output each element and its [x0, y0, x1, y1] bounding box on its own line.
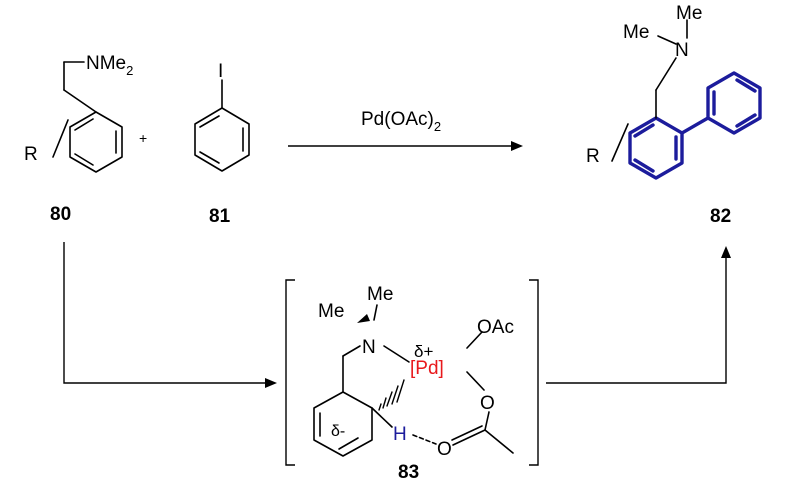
compound-81-benzene-ring — [194, 107, 250, 172]
compound-82-benzene-ring-lower — [628, 116, 684, 180]
compound-80-dimethylamino-label: NMe2 — [86, 53, 133, 78]
intermediate-83-side-chain — [342, 304, 483, 393]
compound-82-nitrogen-label: N — [675, 40, 689, 61]
intermediate-83-acetate-bonds — [451, 371, 514, 454]
compound-82-methyl-top-label: Me — [676, 3, 702, 24]
intermediate-83-delta-plus: δ+ — [414, 342, 433, 361]
intermediate-83-hashed-bond — [378, 379, 405, 411]
intermediate-83-oxygen-lower-label: O — [437, 439, 452, 460]
compound-81-iodine-label: I — [218, 61, 223, 82]
compound-82-r-label: R — [586, 146, 600, 167]
intermediate-83-methyl-top-label: Me — [367, 284, 393, 305]
intermediate-83-c-h-bond — [371, 407, 393, 428]
intermediate-83-nitrogen-label: N — [362, 337, 376, 358]
intermediate-83-h-bond-dashed — [412, 434, 437, 445]
intermediate-83-brackets — [285, 279, 539, 466]
compound-82-biaryl-bond — [680, 116, 710, 135]
compound-82-benzene-ring-upper — [706, 71, 762, 135]
intermediate-83-delta-minus: δ- — [331, 423, 345, 440]
compound-81-number: 81 — [209, 206, 231, 227]
compound-82-methyl-left-label: Me — [623, 22, 649, 43]
reagent-label: Pd(OAc)2 — [361, 109, 441, 134]
intermediate-83-palladium-label: [Pd] — [410, 358, 444, 379]
arrow-80-to-83 — [63, 242, 277, 388]
intermediate-83-oxygen-upper-label: O — [480, 393, 495, 414]
intermediate-83-hydrogen-label: H — [393, 424, 407, 445]
compound-80-side-chain — [63, 61, 97, 113]
intermediate-83: δ- H O O N Me — [313, 284, 514, 483]
compound-80-r-bond — [52, 119, 69, 158]
compound-82-side-chain — [655, 19, 688, 119]
compound-80-benzene-ring — [69, 111, 123, 173]
plus-sign: + — [139, 130, 147, 146]
compound-80: NMe2 R 80 — [24, 53, 133, 225]
arrow-83-to-82 — [546, 246, 731, 384]
compound-82: N Me Me R 82 — [586, 3, 762, 227]
compound-82-number: 82 — [710, 206, 731, 227]
intermediate-83-methyl-left-label: Me — [318, 301, 344, 322]
intermediate-83-number: 83 — [398, 462, 419, 483]
intermediate-83-acetoxy-label: OAc — [477, 317, 514, 338]
compound-82-r-bond — [611, 123, 629, 162]
reaction-arrow — [288, 141, 523, 151]
compound-80-number: 80 — [50, 204, 71, 225]
compound-80-r-label: R — [24, 144, 38, 165]
compound-81: I 81 — [194, 61, 250, 227]
